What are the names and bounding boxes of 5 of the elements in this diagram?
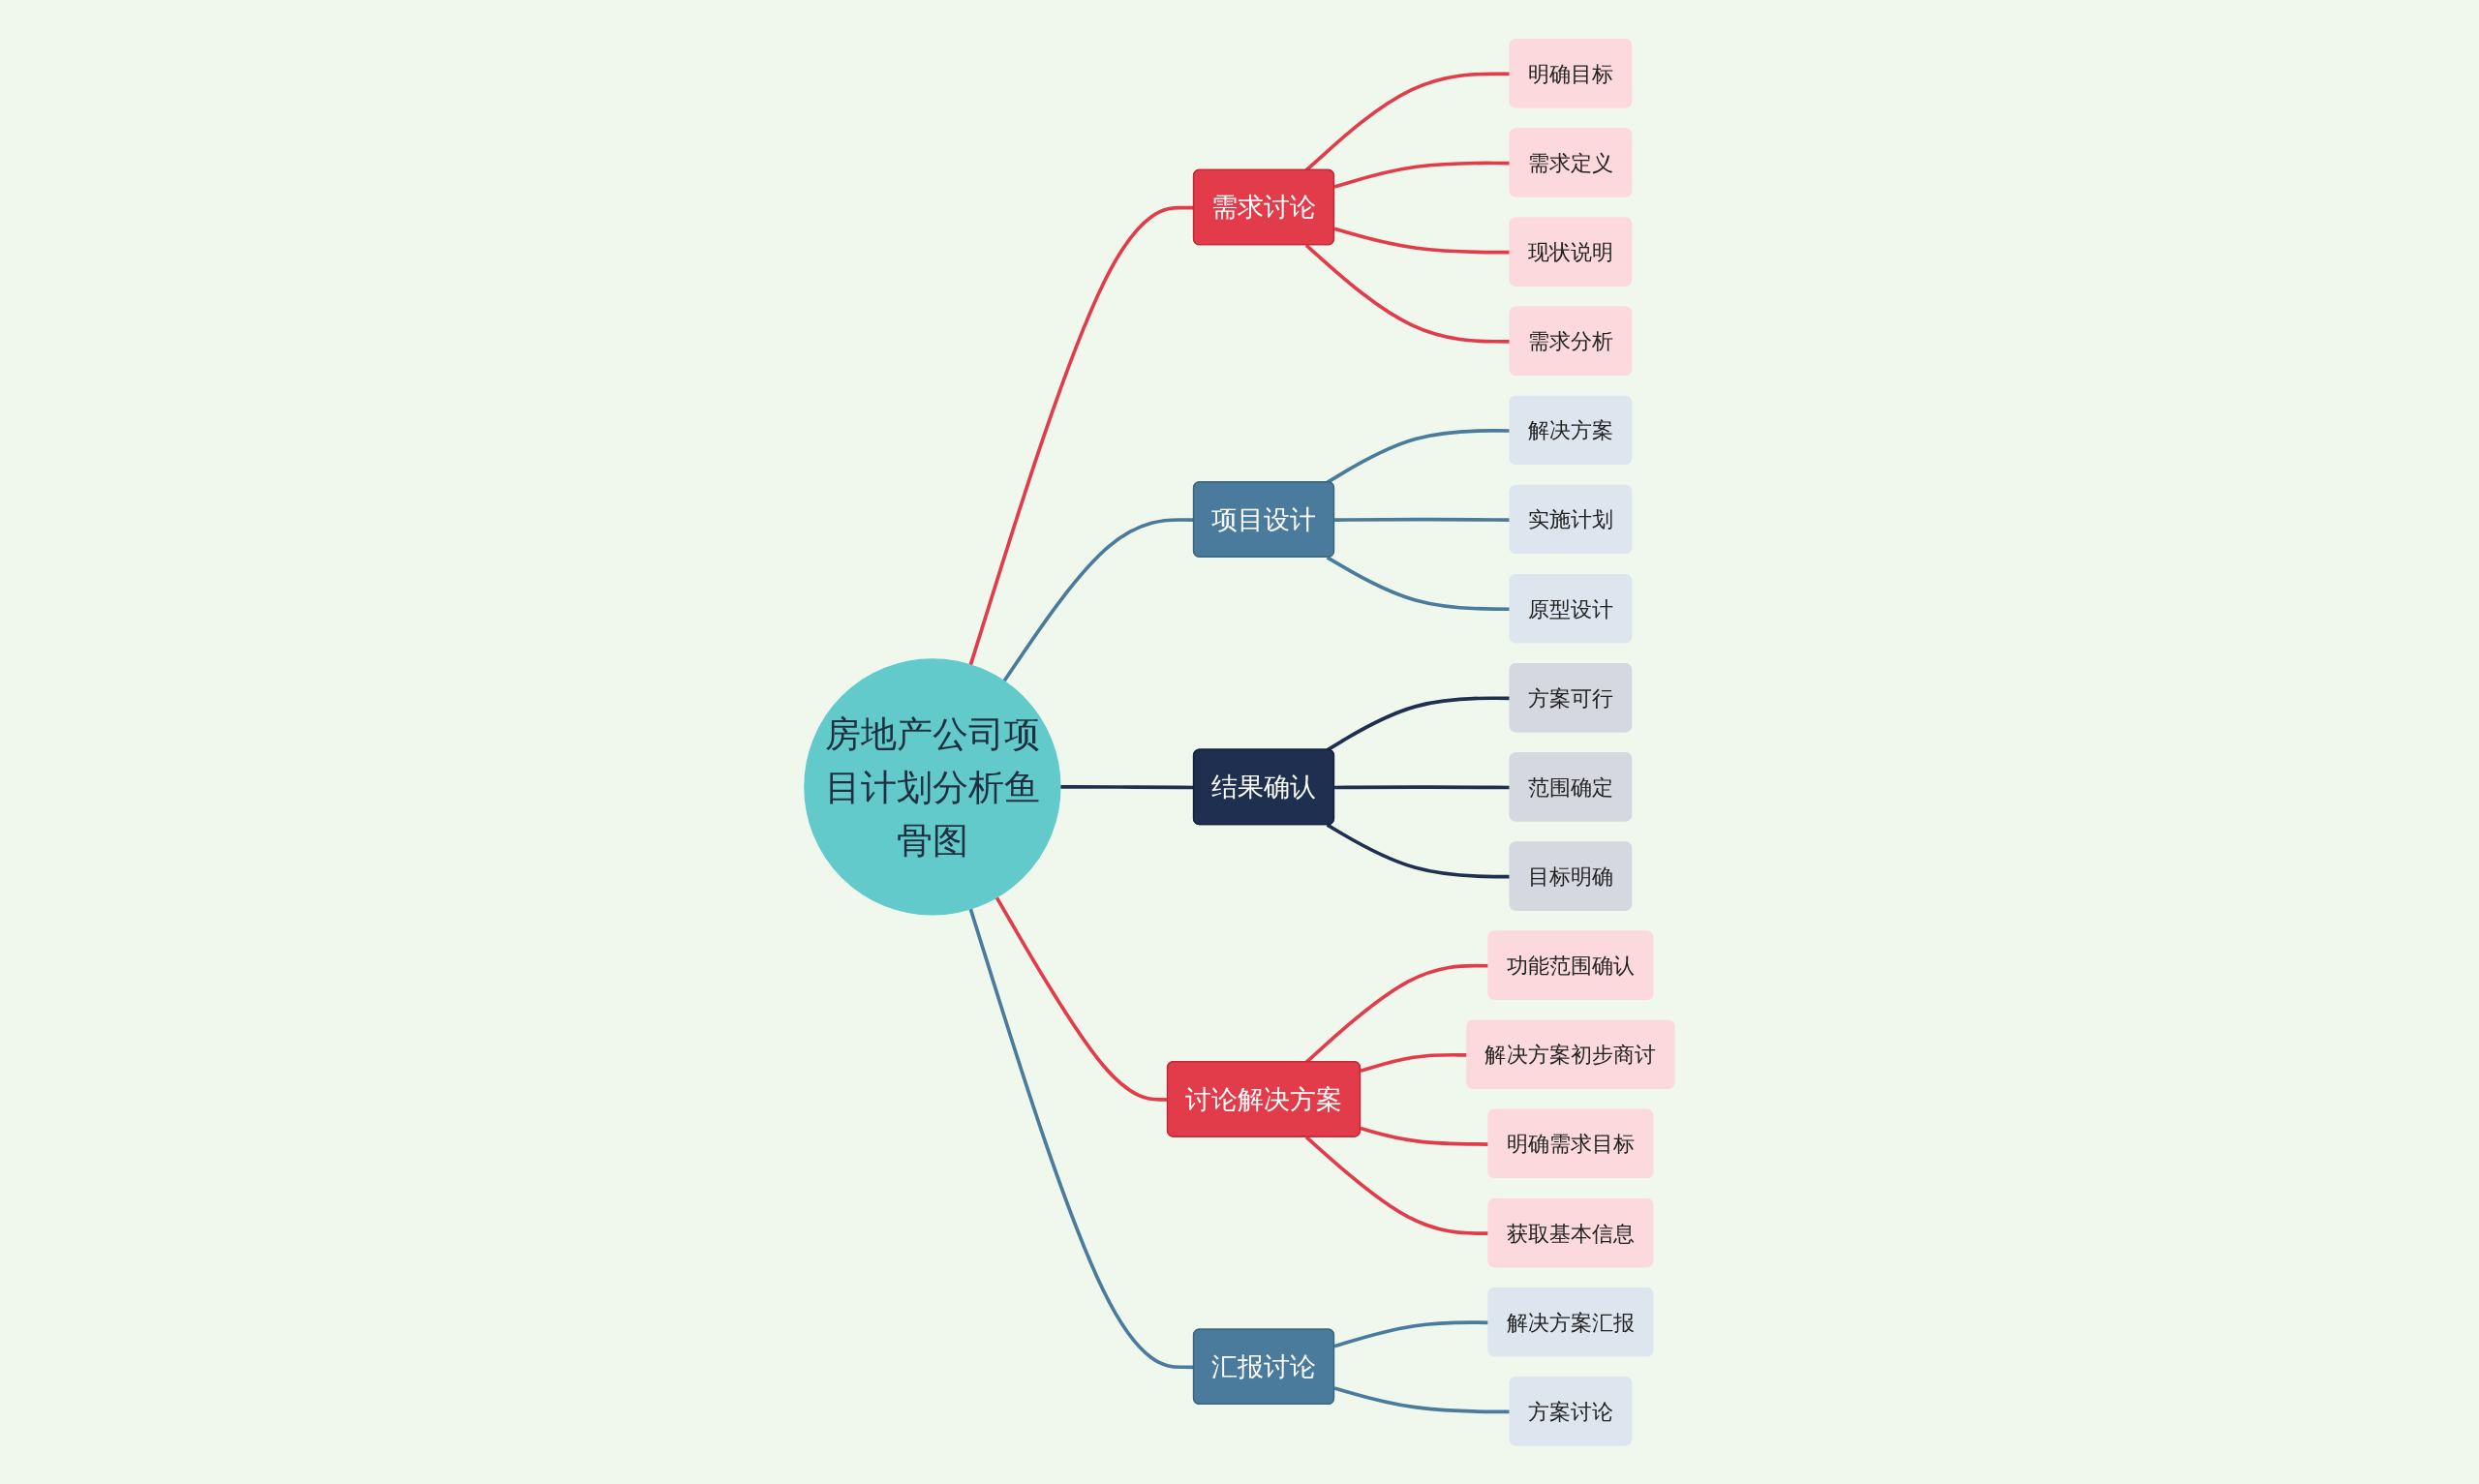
connector xyxy=(1333,1320,1489,1348)
node-circle: 房地产公司项目计划分析鱼骨图 xyxy=(804,657,1061,916)
connector xyxy=(1360,1126,1489,1146)
connector xyxy=(1304,1135,1489,1235)
connector xyxy=(1360,1052,1468,1073)
